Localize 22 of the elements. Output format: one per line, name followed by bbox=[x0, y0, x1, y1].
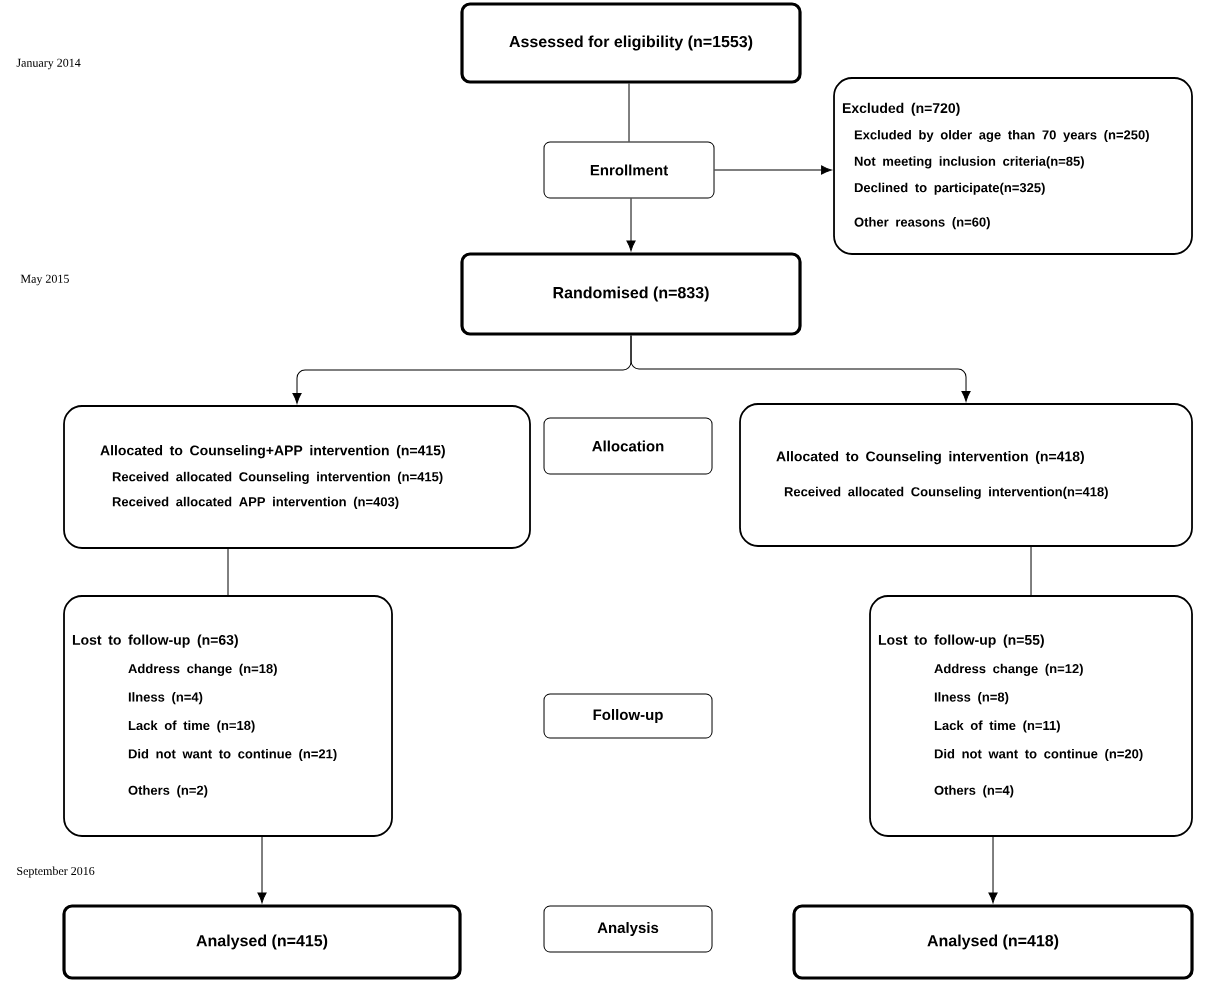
arrow bbox=[630, 335, 971, 402]
box-label: Analysed (n=415) bbox=[196, 934, 328, 950]
arrow bbox=[714, 165, 832, 175]
box-label: Randomised (n=833) bbox=[553, 286, 709, 302]
exclusion-box bbox=[833, 77, 1193, 255]
stage-box bbox=[460, 252, 802, 336]
group-box bbox=[63, 405, 531, 549]
loss-box bbox=[63, 595, 393, 837]
stage-box bbox=[62, 904, 462, 980]
stage-box bbox=[460, 2, 802, 84]
box-label: Assessed for eligibility (n=1553) bbox=[509, 35, 753, 51]
group-box bbox=[739, 403, 1193, 547]
stage-box bbox=[792, 904, 1194, 980]
phase-box bbox=[543, 693, 713, 739]
phase-box bbox=[543, 417, 713, 475]
arrow bbox=[626, 198, 636, 252]
phase-box bbox=[543, 141, 715, 199]
arrow bbox=[257, 836, 267, 904]
arrow bbox=[988, 836, 998, 904]
phase-box bbox=[543, 905, 713, 953]
loss-box bbox=[869, 595, 1193, 837]
box-label: Analysed (n=418) bbox=[927, 934, 1059, 950]
